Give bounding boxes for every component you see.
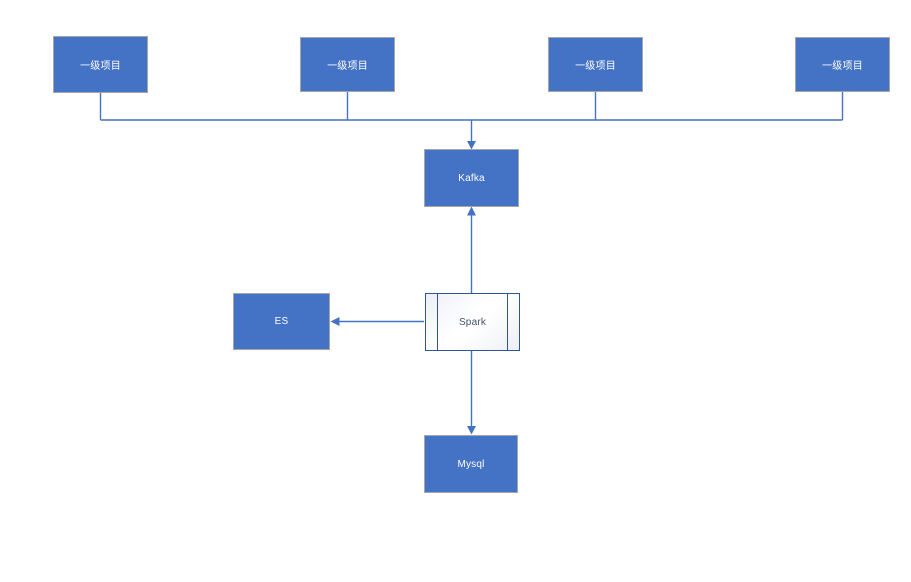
node-project-4[interactable]: 一级项目	[795, 37, 890, 92]
node-kafka-label: Kafka	[458, 172, 485, 184]
node-es[interactable]: ES	[233, 293, 330, 350]
node-project-3[interactable]: 一级项目	[548, 37, 643, 92]
arrowhead-into-kafka-bottom	[467, 206, 476, 216]
predefined-process-bar-left	[437, 294, 438, 350]
node-project-3-label: 一级项目	[575, 61, 616, 72]
node-project-1[interactable]: 一级项目	[53, 36, 148, 93]
node-es-label: ES	[274, 316, 289, 327]
arrowhead-into-es-right	[330, 317, 340, 326]
predefined-process-bar-right	[507, 294, 508, 350]
node-mysql[interactable]: Mysql	[424, 435, 518, 493]
node-project-2-label: 一级项目	[327, 61, 368, 72]
connector-projects-to-kafka[interactable]	[99, 92, 844, 150]
node-mysql-label: Mysql	[457, 458, 485, 470]
arrowhead-into-kafka-top	[467, 141, 476, 150]
node-project-2[interactable]: 一级项目	[300, 37, 395, 92]
node-project-4-label: 一级项目	[822, 61, 863, 72]
connector-spark-to-kafka[interactable]	[467, 206, 476, 294]
node-kafka[interactable]: Kafka	[424, 149, 519, 207]
node-project-1-label: 一级项目	[80, 61, 121, 72]
arrowhead-into-mysql-top	[467, 426, 476, 435]
connector-spark-to-mysql[interactable]	[467, 351, 476, 435]
node-spark[interactable]: Spark	[425, 293, 520, 351]
node-spark-label: Spark	[458, 316, 487, 328]
connector-spark-to-es[interactable]	[330, 317, 425, 326]
